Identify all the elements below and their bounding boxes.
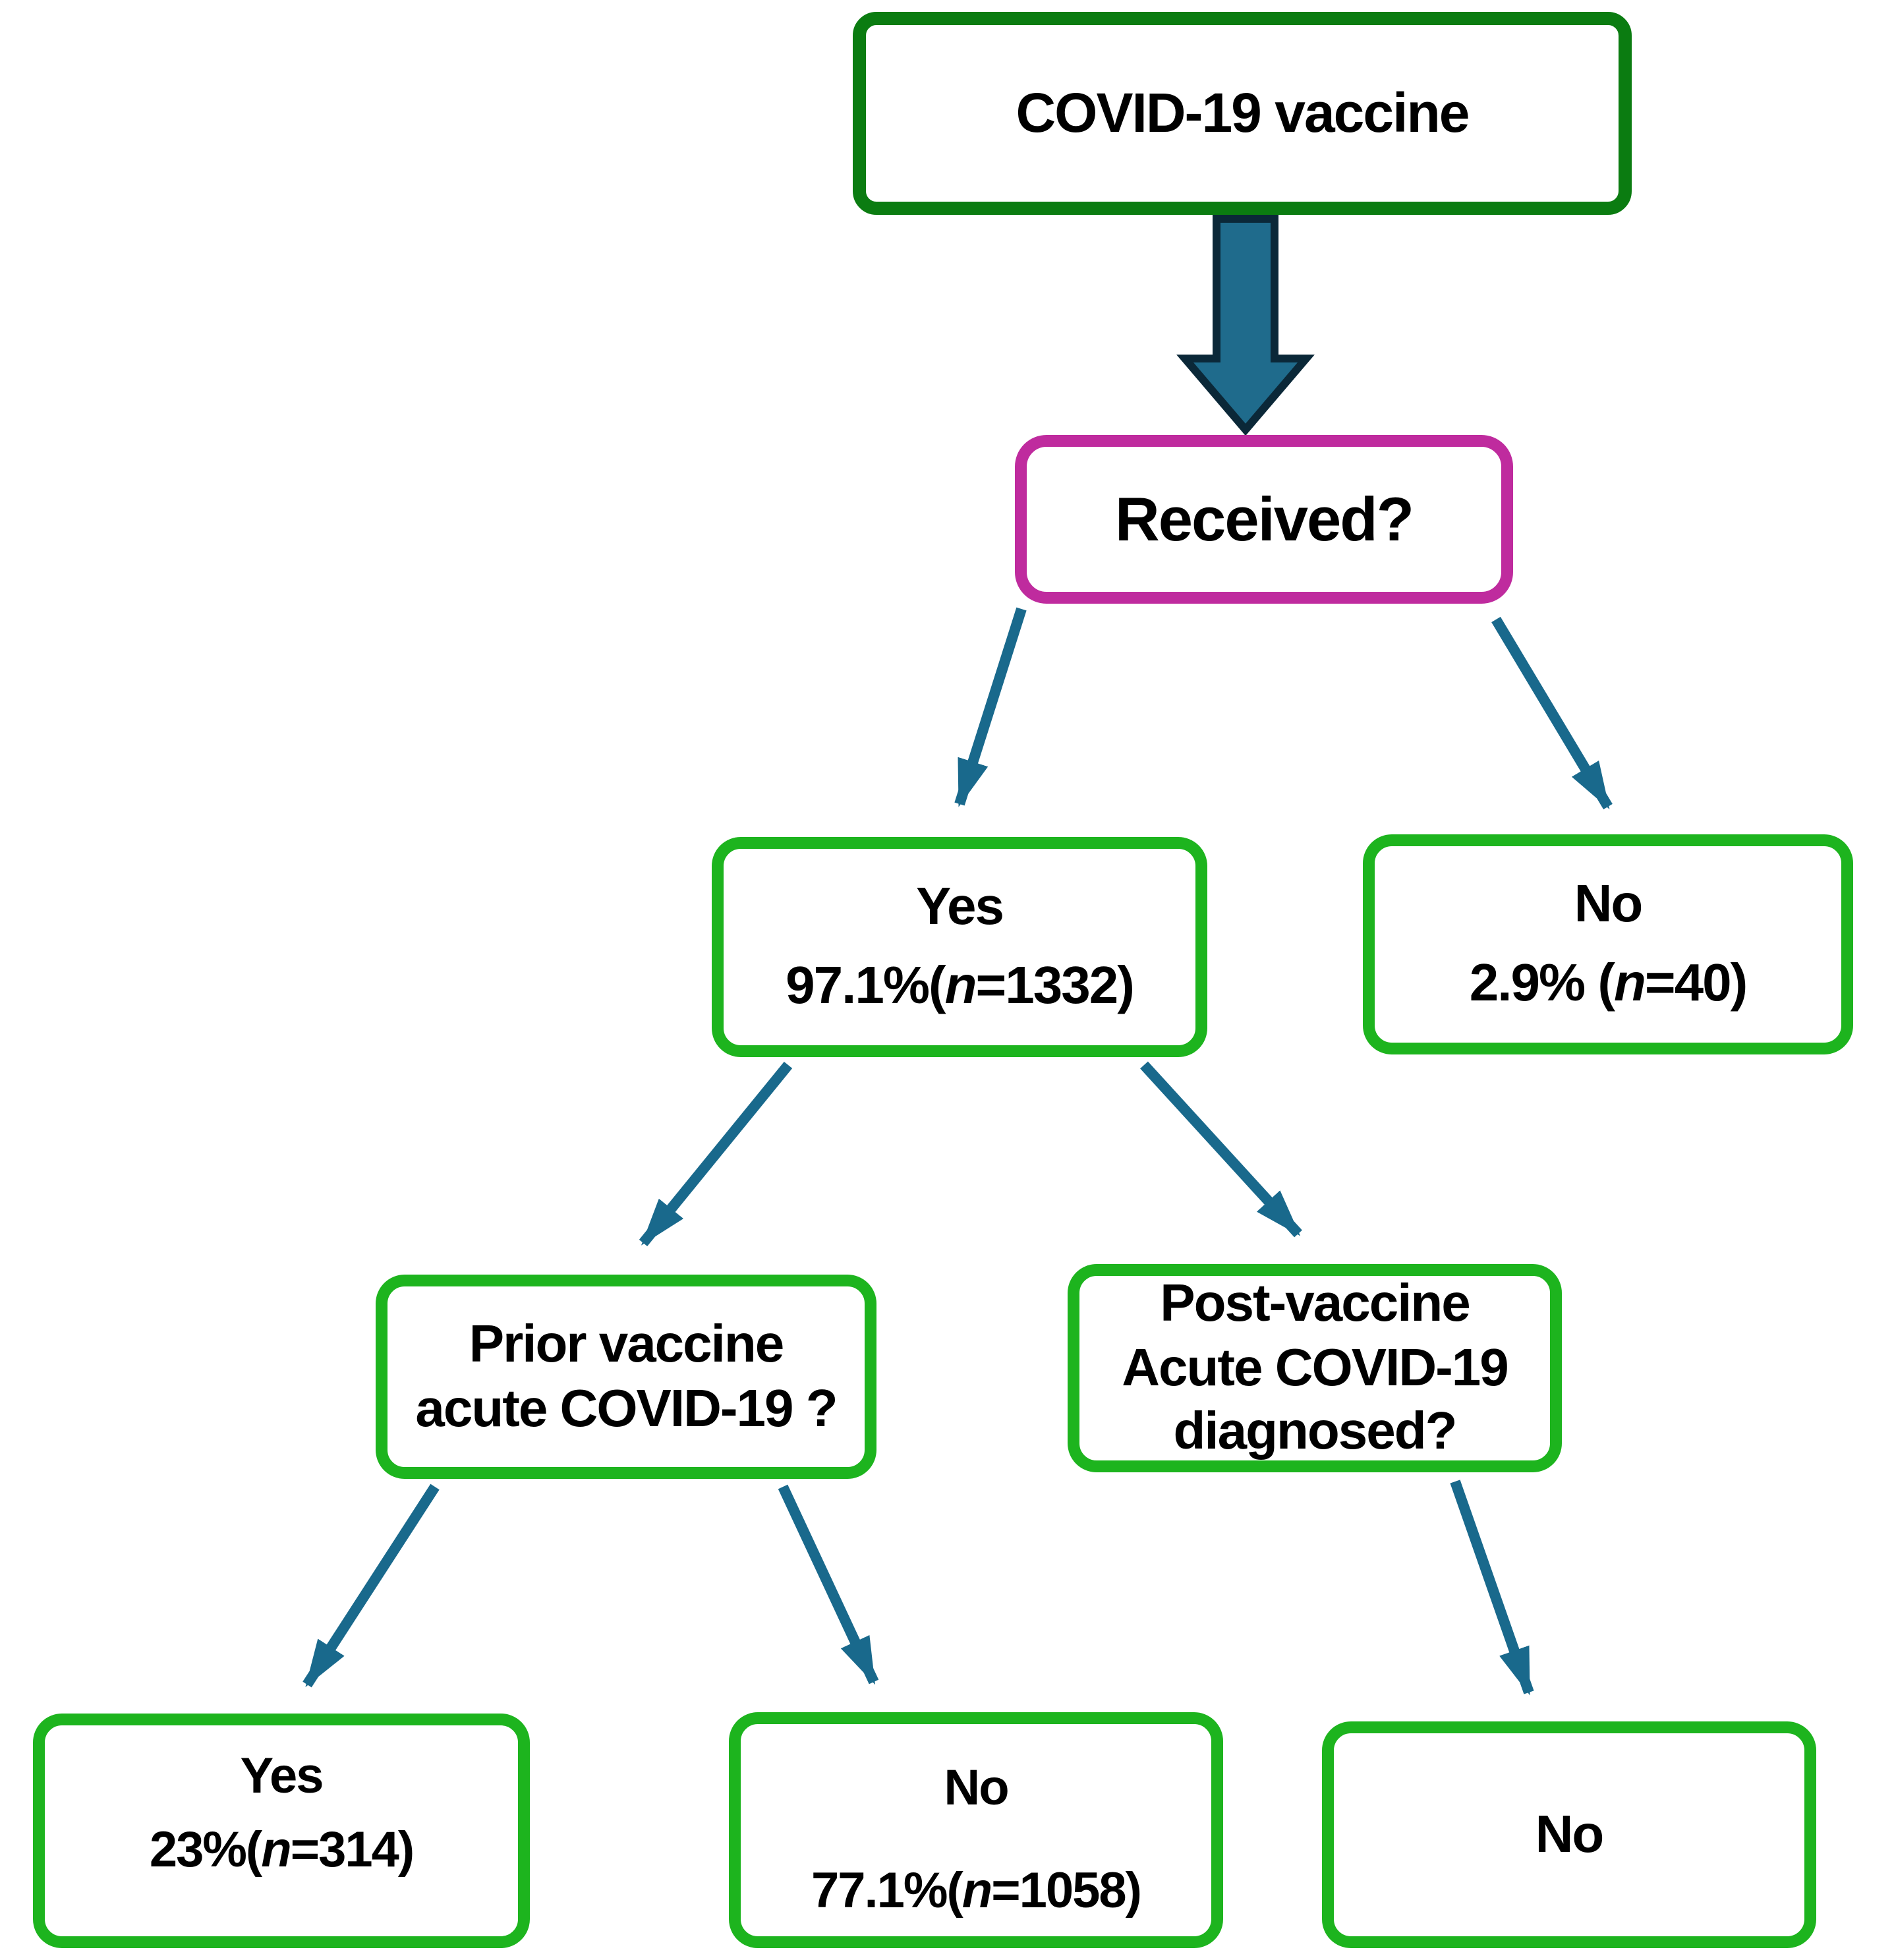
node-post-vaccine-question: Post-vaccine Acute COVID-19 diagnosed? [1068,1264,1562,1472]
node-prior-vaccine-label: Prior vaccine acute COVID-19 ? [415,1315,838,1437]
node-received-yes: Yes 97.1%(n=1332) [712,837,1207,1057]
node-received-yes-label: Yes [916,878,1004,937]
node-prior-yes-label: Yes [240,1749,324,1804]
arrow-received-yes [954,607,1027,807]
node-prior-vaccine-question: Prior vaccine acute COVID-19 ? [376,1275,876,1479]
node-received-no-label: No [1574,875,1644,934]
node-received-label: Received? [1114,484,1414,554]
block-arrow-down [1176,215,1315,436]
node-prior-no-label: No [944,1761,1009,1816]
node-received-no-stat: 2.9% (n=40) [1469,954,1748,1012]
node-post-vaccine-label: Post-vaccine Acute COVID-19 diagnosed? [1122,1274,1508,1461]
node-post-no: No [1322,1721,1816,1948]
node-prior-yes: Yes 23%(n=314) [33,1714,530,1948]
arrow-prior-no [778,1484,879,1685]
node-post-no-label: No [1535,1805,1605,1864]
node-covid19-vaccine: COVID-19 vaccine [853,12,1632,215]
node-received-no: No 2.9% (n=40) [1363,834,1853,1054]
node-prior-no: No 77.1%(n=1058) [729,1712,1223,1948]
node-prior-no-stat: 77.1%(n=1058) [811,1864,1142,1920]
arrow-yes-prior [639,1061,793,1247]
node-covid19-vaccine-label: COVID-19 vaccine [1016,82,1470,144]
arrow-yes-post [1140,1061,1302,1238]
arrow-received-no [1491,616,1613,810]
arrow-prior-yes [302,1484,440,1688]
arrow-post-no [1450,1480,1534,1696]
node-received-question: Received? [1015,435,1513,604]
node-prior-yes-stat: 23%(n=314) [149,1823,415,1879]
node-received-yes-stat: 97.1%(n=1332) [786,956,1135,1015]
